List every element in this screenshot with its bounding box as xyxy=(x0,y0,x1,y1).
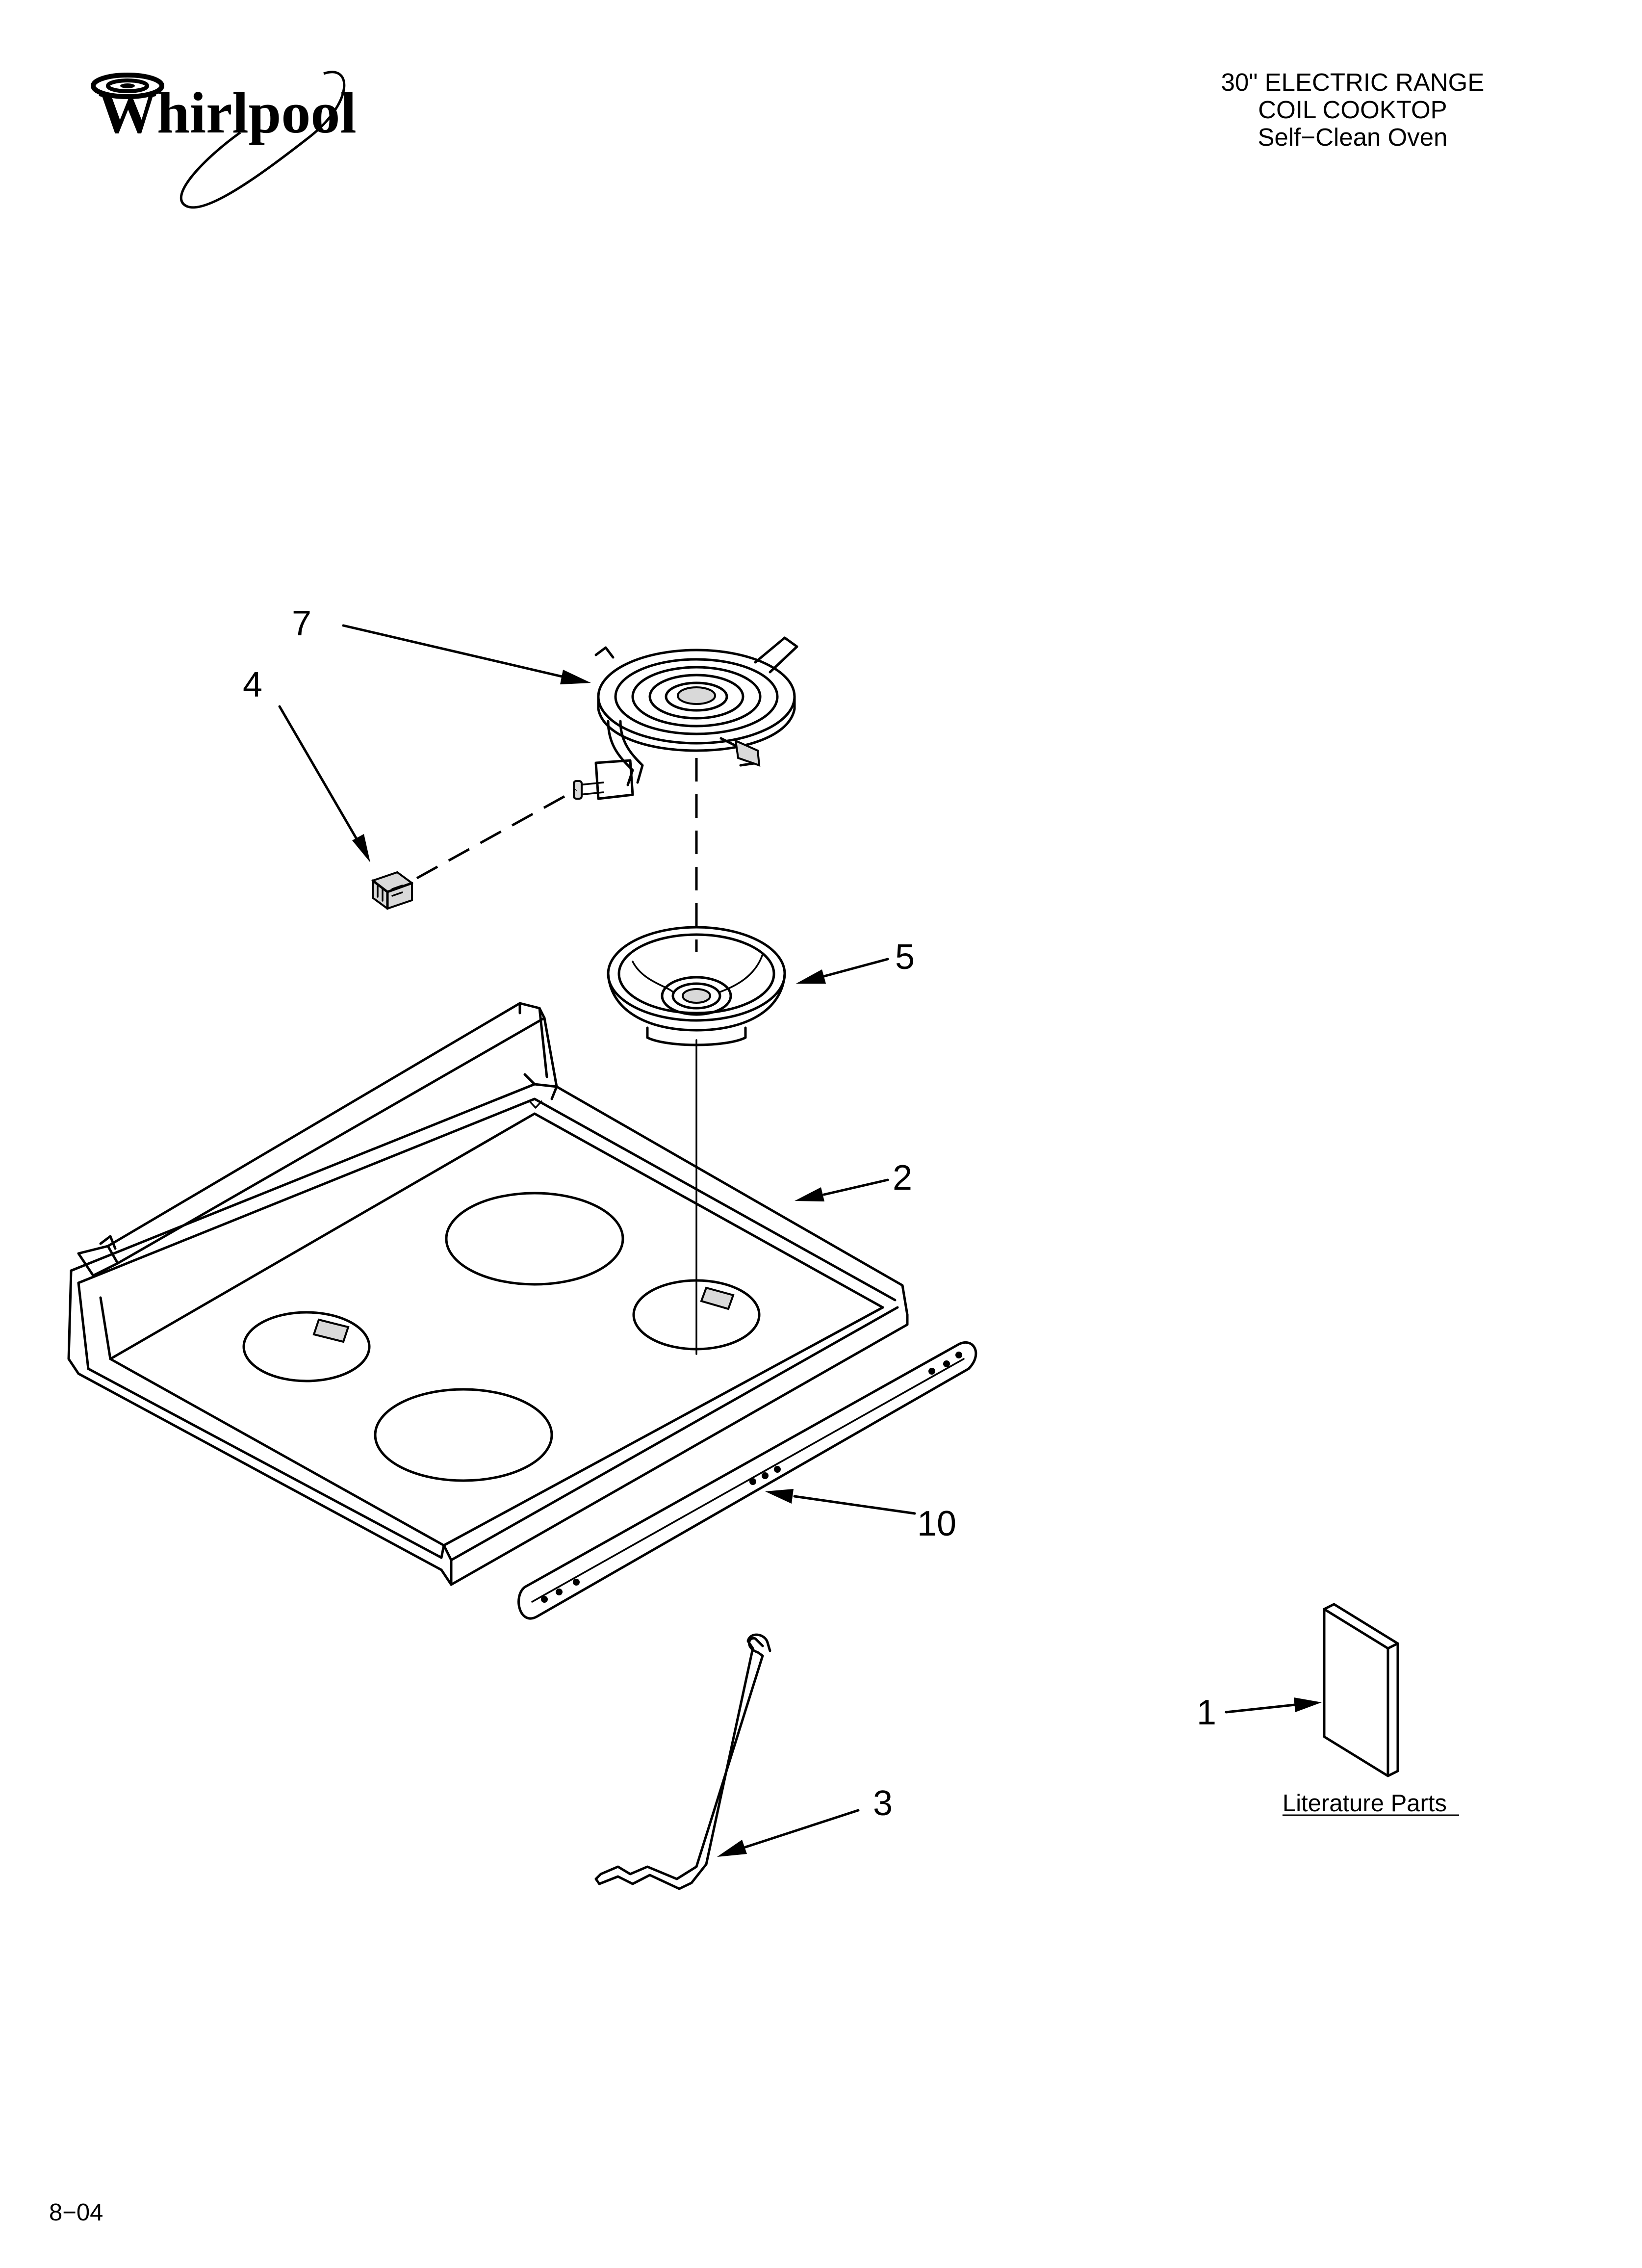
callout-4: 4 xyxy=(243,665,262,704)
header-title-block: 30" ELECTRIC RANGE COIL COOKTOP Self−Cle… xyxy=(1132,69,1573,151)
callout-2: 2 xyxy=(893,1158,912,1198)
surface-element-part xyxy=(573,636,798,800)
literature-parts-booklet xyxy=(1323,1603,1399,1777)
title-line-1: 30" ELECTRIC RANGE xyxy=(1221,68,1485,96)
whirlpool-logo: Whirlpool xyxy=(78,59,373,221)
logo-text: Whirlpool xyxy=(98,80,357,145)
drip-bowl-part xyxy=(607,926,786,1046)
cooktop-part xyxy=(67,1002,909,1586)
title-line-2: COIL COOKTOP xyxy=(1258,96,1447,124)
terminal-block-part xyxy=(371,871,413,910)
callout-3: 3 xyxy=(873,1784,893,1823)
prop-rod-part xyxy=(594,1633,771,1890)
footer-revision-code: 8−04 xyxy=(49,2199,103,2226)
leader-arrows xyxy=(278,624,1322,1857)
title-line-3: Self−Clean Oven xyxy=(1257,123,1448,151)
callout-5: 5 xyxy=(895,938,915,977)
callout-10: 10 xyxy=(917,1504,956,1543)
callout-7: 7 xyxy=(292,604,311,643)
support-bar-part xyxy=(517,1341,977,1620)
literature-parts-label: Literature Parts xyxy=(1283,1790,1447,1817)
callout-1: 1 xyxy=(1197,1693,1216,1732)
